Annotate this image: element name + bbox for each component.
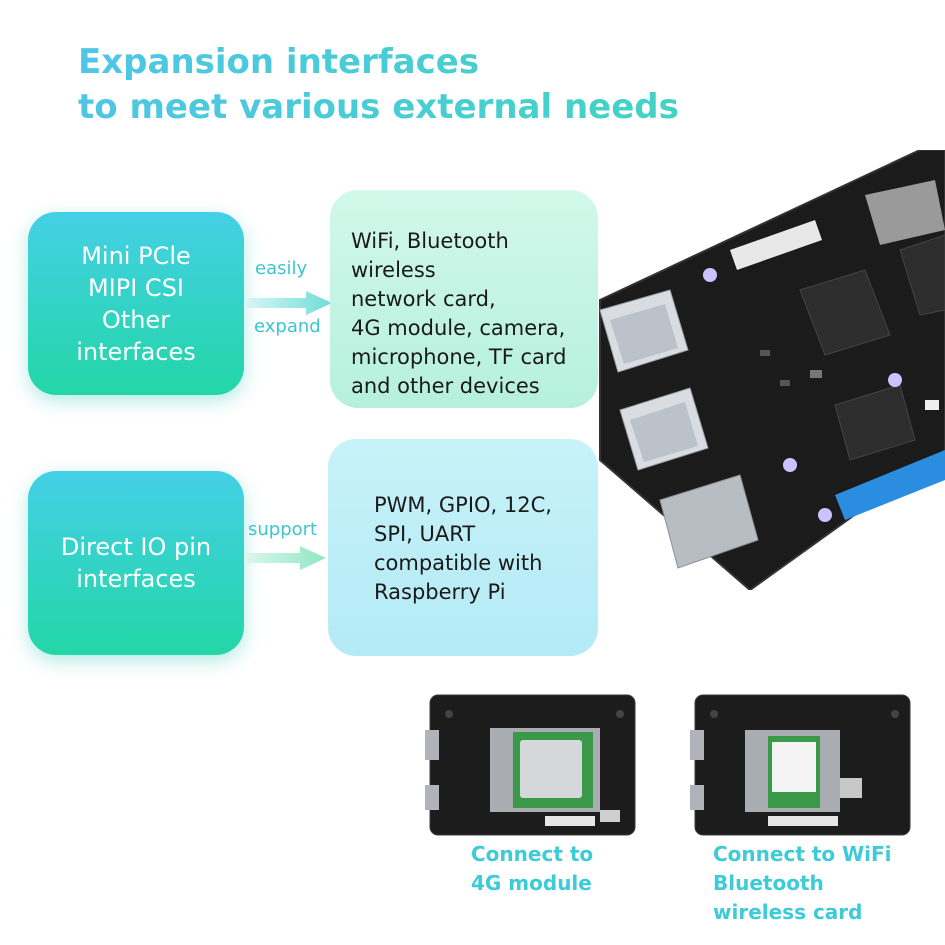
caption-line: 4G module <box>471 871 592 895</box>
capability-line: compatible with <box>374 551 543 575</box>
arrow-label-expand: expand <box>254 316 321 337</box>
board-with-wifi-card-image <box>690 694 911 836</box>
arrow-right-icon <box>246 546 326 570</box>
headline: Expansion interfaces to meet various ext… <box>78 40 679 130</box>
interface-item: interfaces <box>76 337 196 366</box>
device-line: and other devices <box>351 374 540 398</box>
usb-port-bottom <box>619 387 709 471</box>
capability-line: SPI, UART <box>374 522 476 546</box>
device-line: network card, <box>351 287 496 311</box>
arrow-right-icon <box>246 291 332 315</box>
expansion-interfaces-box: Mini PCle MIPI CSI Other interfaces <box>28 212 244 395</box>
caption-4g-module: Connect to 4G module <box>471 840 593 898</box>
device-line: WiFi, Bluetooth <box>351 229 509 253</box>
interface-item: Mini PCle <box>81 241 191 270</box>
board-with-4g-module-image <box>425 694 636 836</box>
arrow-label-support: support <box>248 519 318 540</box>
caption-wifi-card: Connect to WiFi Bluetooth wireless card <box>713 840 892 927</box>
caption-line: Bluetooth <box>713 871 824 895</box>
io-capabilities-box: PWM, GPIO, 12C, SPI, UART compatible wit… <box>328 439 598 656</box>
device-line: 4G module, camera, <box>351 316 566 340</box>
caption-line: Connect to <box>471 842 594 866</box>
capability-line: Raspberry Pi <box>374 580 506 604</box>
headline-line-2: to meet various external needs <box>78 87 679 127</box>
interface-item: MIPI CSI <box>87 273 185 302</box>
interface-item: Direct IO pin <box>60 533 212 561</box>
headline-line-1: Expansion interfaces <box>78 42 480 82</box>
expansion-devices-box: WiFi, Bluetooth wireless network card, 4… <box>330 190 598 408</box>
capability-line: PWM, GPIO, 12C, <box>374 493 552 517</box>
usb-port-top <box>599 289 689 373</box>
interface-item: Other <box>101 305 171 334</box>
caption-line: wireless card <box>713 900 863 924</box>
board-illustration <box>599 150 945 590</box>
device-line: microphone, TF card <box>351 345 567 369</box>
device-line: wireless <box>351 258 436 282</box>
caption-line: Connect to WiFi <box>713 842 892 866</box>
io-pin-interfaces-box: Direct IO pin interfaces <box>28 471 244 655</box>
interface-item: interfaces <box>76 565 196 593</box>
arrow-label-easily: easily <box>255 258 308 279</box>
